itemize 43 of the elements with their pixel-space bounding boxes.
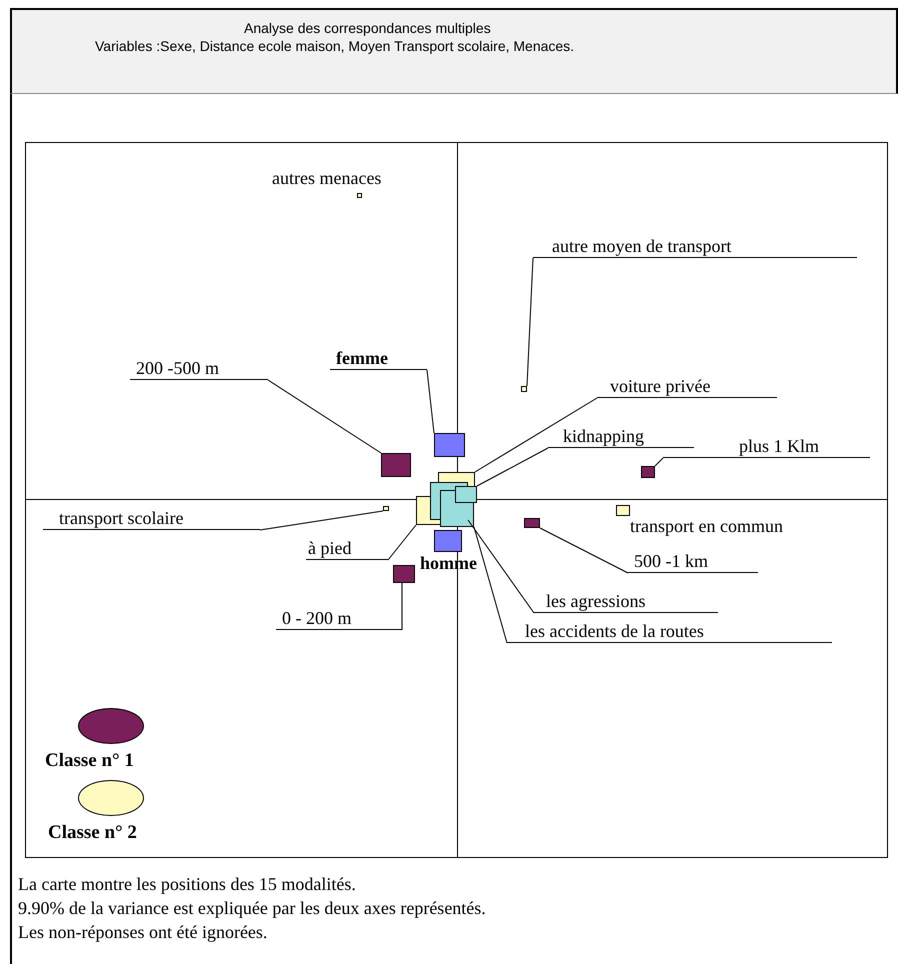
subtitle: Variables :Sexe, Distance ecole maison, Moyen Transport scolaire, Menaces. [95,38,574,54]
leader-line [468,520,534,614]
point-label: transport scolaire [43,508,260,530]
footnote-text: Les non-réponses ont été ignorées. [18,922,268,943]
data-point-marker [393,565,415,583]
data-point-marker [357,193,362,198]
leader-line [260,510,384,530]
point-label: transport en commun [630,516,783,538]
leader-line [388,524,416,560]
footnote-text: 9.90% de la variance est expliquée par les deux axes représentés. [18,898,486,919]
data-point-marker [381,453,411,477]
leader-line [474,398,598,472]
point-label: 200 -500 m [130,358,268,380]
point-label: autre moyen de transport [533,236,857,258]
data-point-marker [524,518,540,528]
footnote-text: La carte montre les positions des 15 modalités. [18,874,356,895]
point-label: les agressions [534,591,718,613]
data-point-marker [434,433,465,457]
data-point-marker [641,466,655,478]
legend-label: Classe n° 1 [45,750,134,772]
point-label: kidnapping [548,426,694,448]
data-point-marker [434,530,462,552]
point-label: plus 1 Klm [663,436,870,458]
chart-title: Analyse des correspondances multiples [244,20,491,36]
leader-line [526,258,534,386]
point-label: femme [330,348,427,370]
point-label: à pied [306,538,388,560]
leader-line [426,370,434,434]
point-label: autres menaces [272,168,382,190]
legend-label: Classe n° 2 [48,822,137,844]
point-label: 0 - 200 m [276,608,402,630]
leader-line [268,380,382,454]
point-label: voiture privée [597,376,777,398]
leader-line [654,458,664,466]
point-label: 500 -1 km [628,551,758,573]
leader-line [476,448,548,486]
leader-line [540,528,628,574]
data-point-marker [616,505,630,516]
leader-line [474,526,508,644]
data-point-marker [455,486,477,503]
data-point-marker [521,386,527,392]
data-point-marker [383,506,389,511]
point-label: les accidents de la routes [507,621,832,643]
